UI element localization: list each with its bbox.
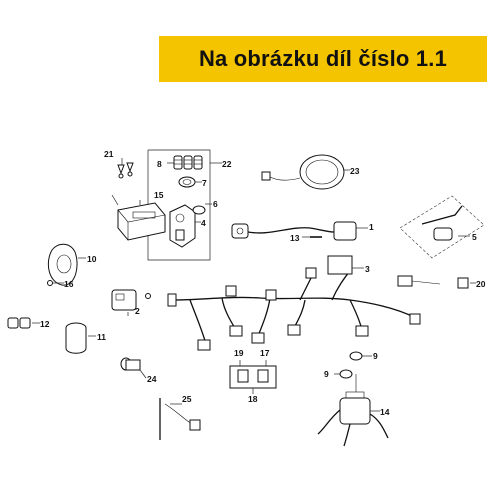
callout-21: 21 bbox=[104, 149, 114, 159]
part-15-ecu bbox=[117, 200, 166, 241]
callout-2: 2 bbox=[135, 306, 140, 316]
callout-9a: 9 bbox=[373, 351, 378, 361]
callout-17: 17 bbox=[260, 348, 270, 358]
part-1-cable-sensor bbox=[231, 221, 368, 241]
callout-3: 3 bbox=[365, 264, 370, 274]
callout-20: 20 bbox=[476, 279, 486, 289]
callout-11: 11 bbox=[97, 332, 106, 342]
callout-23: 23 bbox=[350, 166, 360, 176]
callout-1: 1 bbox=[369, 222, 374, 232]
part-4-sensor bbox=[169, 203, 212, 248]
callout-10: 10 bbox=[87, 254, 97, 264]
part-16-bolt bbox=[47, 280, 64, 286]
part-20-connector bbox=[397, 275, 476, 289]
part-10-horn bbox=[47, 243, 86, 286]
callout-25: 25 bbox=[182, 394, 192, 404]
part-12-connectors bbox=[7, 317, 40, 329]
banner-text: Na obrázku díl číslo 1.1 bbox=[198, 46, 448, 71]
callout-12: 12 bbox=[40, 319, 50, 329]
part-24-socket bbox=[120, 357, 147, 379]
part-18-holder bbox=[229, 360, 277, 394]
part-8-springs bbox=[167, 155, 203, 170]
callout-19: 19 bbox=[234, 348, 244, 358]
part-23-antenna-ring bbox=[261, 154, 350, 190]
callout-9b: 9 bbox=[324, 369, 329, 379]
part-21-bulbs bbox=[117, 158, 134, 179]
callout-5: 5 bbox=[472, 232, 477, 242]
callout-18: 18 bbox=[248, 394, 258, 404]
callout-6: 6 bbox=[213, 199, 218, 209]
callout-4: 4 bbox=[201, 218, 206, 228]
callout-22: 22 bbox=[222, 159, 232, 169]
part-7-ring bbox=[178, 176, 202, 188]
part-2-relay-block bbox=[111, 289, 151, 316]
callout-15: 15 bbox=[154, 190, 164, 200]
part-25-cable bbox=[159, 398, 201, 440]
callout-8: 8 bbox=[157, 159, 162, 169]
main-wiring-harness bbox=[167, 255, 421, 351]
callout-24: 24 bbox=[147, 374, 157, 384]
part-9-caps bbox=[334, 351, 372, 379]
part-number-banner: Na obrázku díl číslo 1.1 bbox=[159, 36, 487, 82]
part-14-starter-relay bbox=[317, 374, 389, 447]
part-11-relay bbox=[65, 322, 96, 354]
callout-13: 13 bbox=[290, 233, 300, 243]
callout-14: 14 bbox=[380, 407, 390, 417]
part-5-assembly bbox=[399, 195, 485, 259]
callout-7: 7 bbox=[202, 178, 207, 188]
callout-16: 16 bbox=[64, 279, 74, 289]
